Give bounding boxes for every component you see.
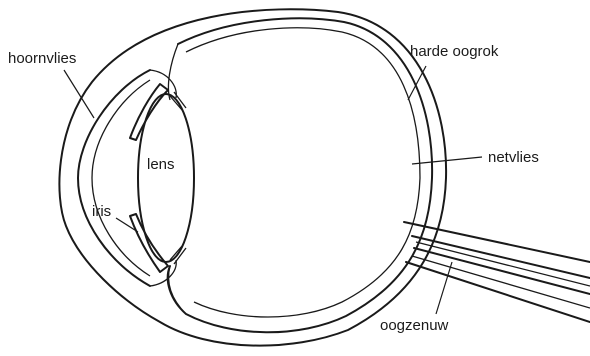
optic-nerve-leader <box>436 262 452 314</box>
retina-leader <box>412 157 482 164</box>
cornea <box>78 70 150 286</box>
label-retina: netvlies <box>488 149 539 166</box>
cornea-leader <box>64 70 94 118</box>
lens <box>138 94 194 262</box>
sclera-leader <box>408 66 426 100</box>
label-sclera: harde oogrok <box>410 43 499 60</box>
retina <box>186 28 420 317</box>
label-cornea: hoornvlies <box>8 50 76 67</box>
label-optic-nerve: oogzenuw <box>380 317 449 334</box>
optic-nerve <box>404 222 590 322</box>
label-iris: iris <box>92 203 111 220</box>
label-lens: lens <box>147 156 175 173</box>
iris-leader <box>116 218 138 232</box>
